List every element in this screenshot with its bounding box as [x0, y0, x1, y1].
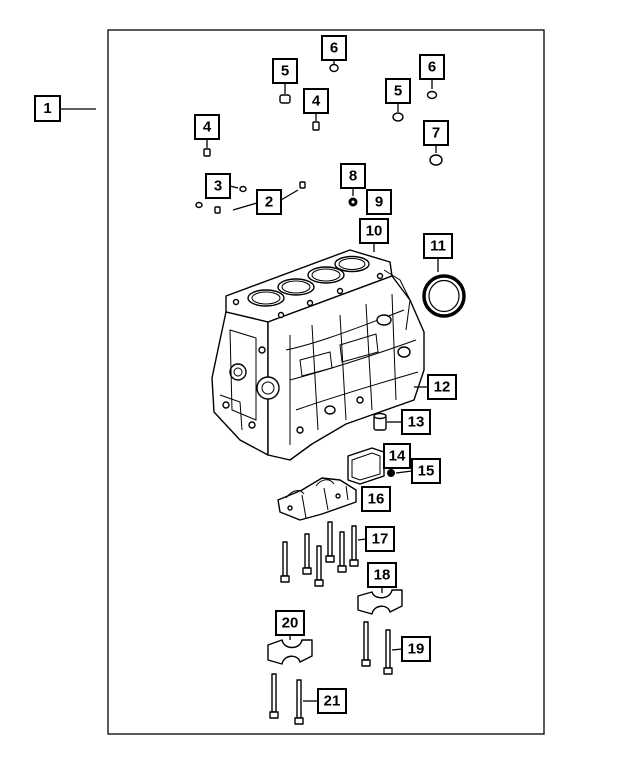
callout-21[interactable]: 21	[317, 688, 347, 714]
bearing-cap-bedplate-16	[277, 477, 357, 521]
callout-18[interactable]: 18	[367, 562, 397, 588]
pin-3-c	[214, 206, 221, 214]
svg-text:8: 8	[349, 168, 357, 185]
callout-3[interactable]: 3	[205, 173, 231, 199]
svg-text:9: 9	[375, 194, 383, 211]
cup-plug-6-left	[329, 63, 339, 73]
bolt-set-17	[280, 521, 359, 587]
callout-10[interactable]: 10	[359, 218, 389, 244]
bearing-cap-18	[357, 589, 403, 615]
callout-13[interactable]: 13	[401, 409, 431, 435]
svg-text:10: 10	[366, 223, 383, 240]
callout-19[interactable]: 19	[401, 636, 431, 662]
diagram-frame	[107, 29, 545, 735]
cover-gasket-14	[347, 447, 385, 485]
plug-5-right	[392, 112, 404, 122]
svg-text:21: 21	[324, 693, 341, 710]
callout-16[interactable]: 16	[361, 486, 391, 512]
svg-text:5: 5	[394, 83, 402, 100]
pin-3-b	[195, 201, 203, 209]
svg-text:18: 18	[374, 567, 391, 584]
cup-plug-6-right	[426, 90, 438, 100]
svg-text:13: 13	[408, 414, 425, 431]
callout-17[interactable]: 17	[365, 526, 395, 552]
callout-15[interactable]: 15	[411, 458, 441, 484]
svg-text:15: 15	[418, 463, 435, 480]
callout-6-left[interactable]: 6	[321, 35, 347, 61]
pin-3-a	[239, 185, 247, 193]
callout-14[interactable]: 14	[383, 443, 411, 469]
bolt-15	[387, 469, 395, 477]
svg-text:6: 6	[428, 59, 436, 76]
dowel-4-left	[203, 148, 211, 157]
svg-text:11: 11	[430, 238, 446, 255]
svg-text:19: 19	[408, 641, 425, 658]
callout-6-right[interactable]: 6	[419, 54, 445, 80]
cylinder-block	[211, 249, 425, 461]
callout-4-upper[interactable]: 4	[303, 88, 329, 114]
callout-12[interactable]: 12	[427, 374, 457, 400]
svg-text:17: 17	[372, 531, 389, 548]
rear-main-seal	[422, 274, 466, 318]
svg-text:14: 14	[389, 448, 406, 465]
callout-8[interactable]: 8	[340, 163, 366, 189]
callout-20[interactable]: 20	[275, 610, 305, 636]
callout-1[interactable]: 1	[34, 95, 61, 122]
callout-9[interactable]: 9	[366, 189, 392, 215]
callout-7[interactable]: 7	[423, 120, 449, 146]
callout-5-left[interactable]: 5	[272, 58, 298, 84]
svg-text:4: 4	[312, 93, 321, 110]
svg-text:6: 6	[330, 40, 338, 57]
svg-text:2: 2	[265, 194, 273, 211]
svg-text:20: 20	[282, 615, 299, 632]
svg-text:7: 7	[432, 125, 440, 142]
bolt-set-19	[361, 621, 393, 675]
plug-7	[429, 154, 443, 166]
dowel-sleeve-13	[373, 412, 387, 431]
svg-text:12: 12	[434, 379, 451, 396]
plug-5-left	[279, 94, 291, 104]
bolt-set-21	[269, 673, 304, 725]
svg-text:16: 16	[368, 491, 385, 508]
dowel-2	[299, 181, 306, 189]
dowel-4-upper	[312, 121, 320, 131]
svg-text:5: 5	[281, 63, 289, 80]
svg-text:4: 4	[203, 119, 212, 136]
svg-text:3: 3	[214, 178, 222, 195]
callout-11[interactable]: 11	[423, 233, 453, 259]
callout-4-left[interactable]: 4	[194, 114, 220, 140]
bearing-cap-20	[267, 639, 313, 665]
callout-5-right[interactable]: 5	[385, 78, 411, 104]
callout-1-label: 1	[43, 100, 51, 117]
callout-2[interactable]: 2	[256, 189, 282, 215]
